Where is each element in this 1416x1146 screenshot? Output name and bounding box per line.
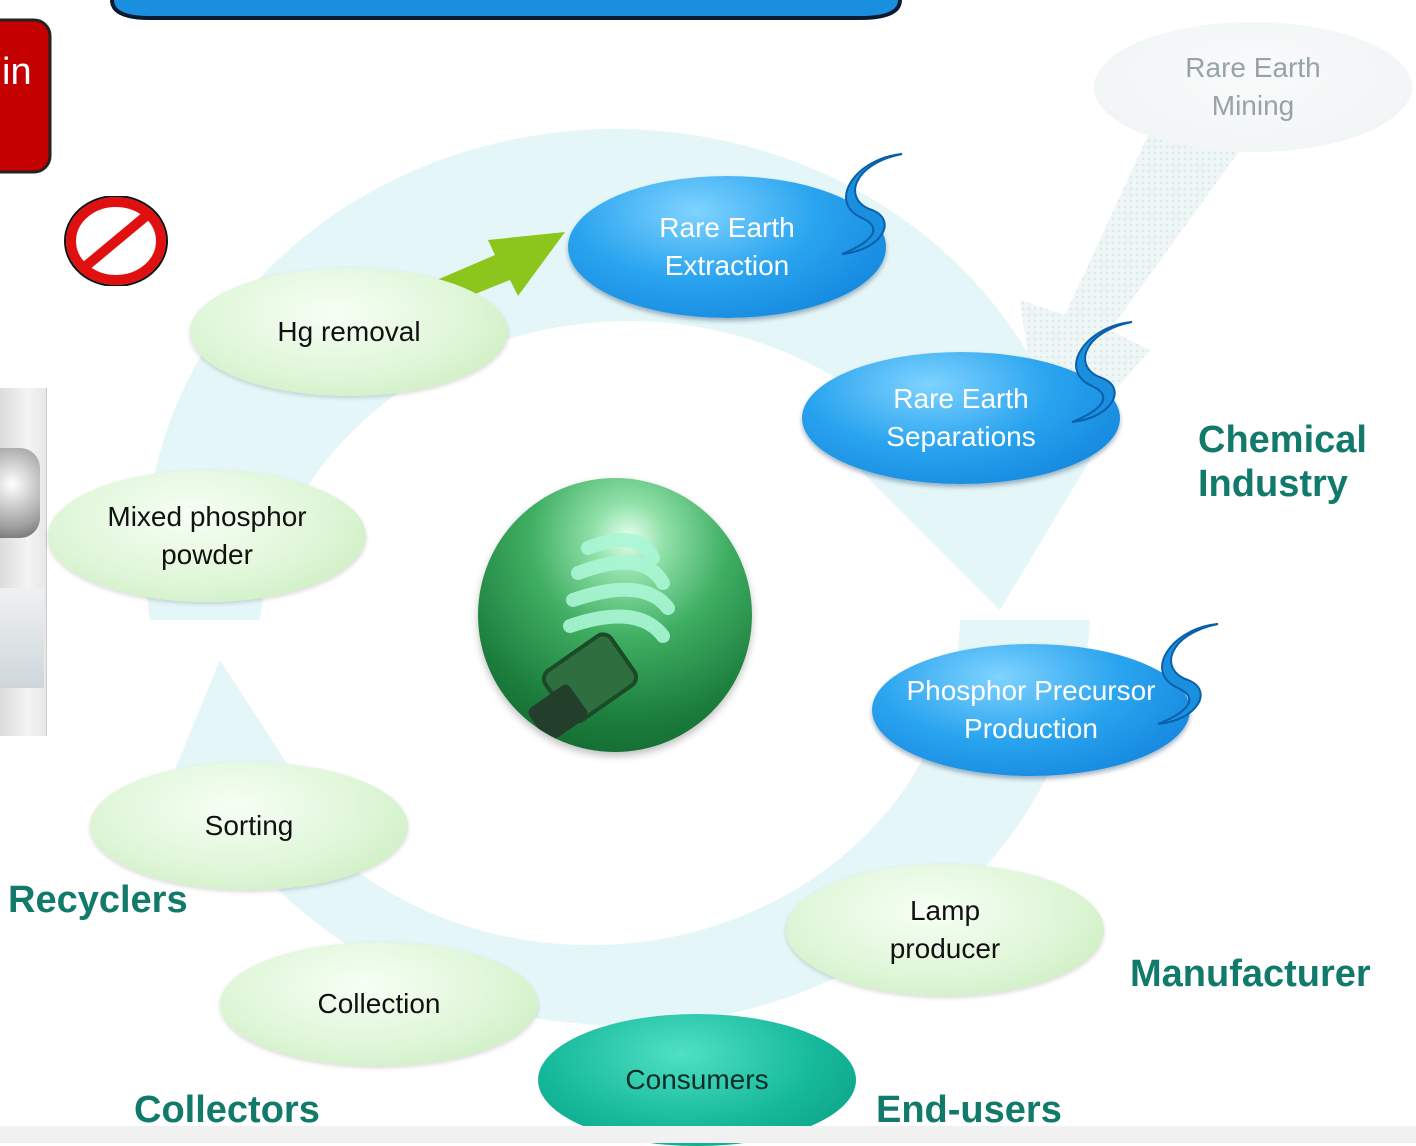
node-sorting: Sorting [90, 762, 408, 890]
node-rare-earth-extraction: Rare Earth Extraction [568, 176, 886, 318]
group-collectors: Collectors [134, 1089, 320, 1131]
node-phosphor-precursor-production: Phosphor Precursor Production [872, 644, 1190, 776]
node-rare-earth-separations: Rare Earth Separations [802, 352, 1120, 484]
node-hg-removal: Hg removal [190, 268, 508, 396]
swirl-icon [1157, 623, 1219, 725]
swirl-icon [1071, 321, 1133, 423]
group-chemical-industry: Chemical Industry [1198, 419, 1367, 505]
footer-strip [0, 1126, 1416, 1143]
node-rare-earth-mining: Rare Earth Mining [1094, 22, 1412, 152]
node-lamp-producer: Lamp producer [786, 864, 1104, 996]
banner-partial-text: in [2, 51, 32, 93]
node-collection: Collection [220, 942, 538, 1066]
no-sign-icon [64, 196, 168, 286]
lamp-photo [0, 388, 47, 736]
group-manufacturer: Manufacturer [1130, 953, 1371, 995]
node-mixed-phosphor-powder: Mixed phosphor powder [48, 470, 366, 602]
node-consumers: Consumers [538, 1014, 856, 1146]
group-end-users: End-users [876, 1089, 1062, 1131]
light-bulb-icon [478, 478, 752, 752]
group-recyclers: Recyclers [8, 879, 188, 921]
swirl-icon [841, 153, 903, 255]
